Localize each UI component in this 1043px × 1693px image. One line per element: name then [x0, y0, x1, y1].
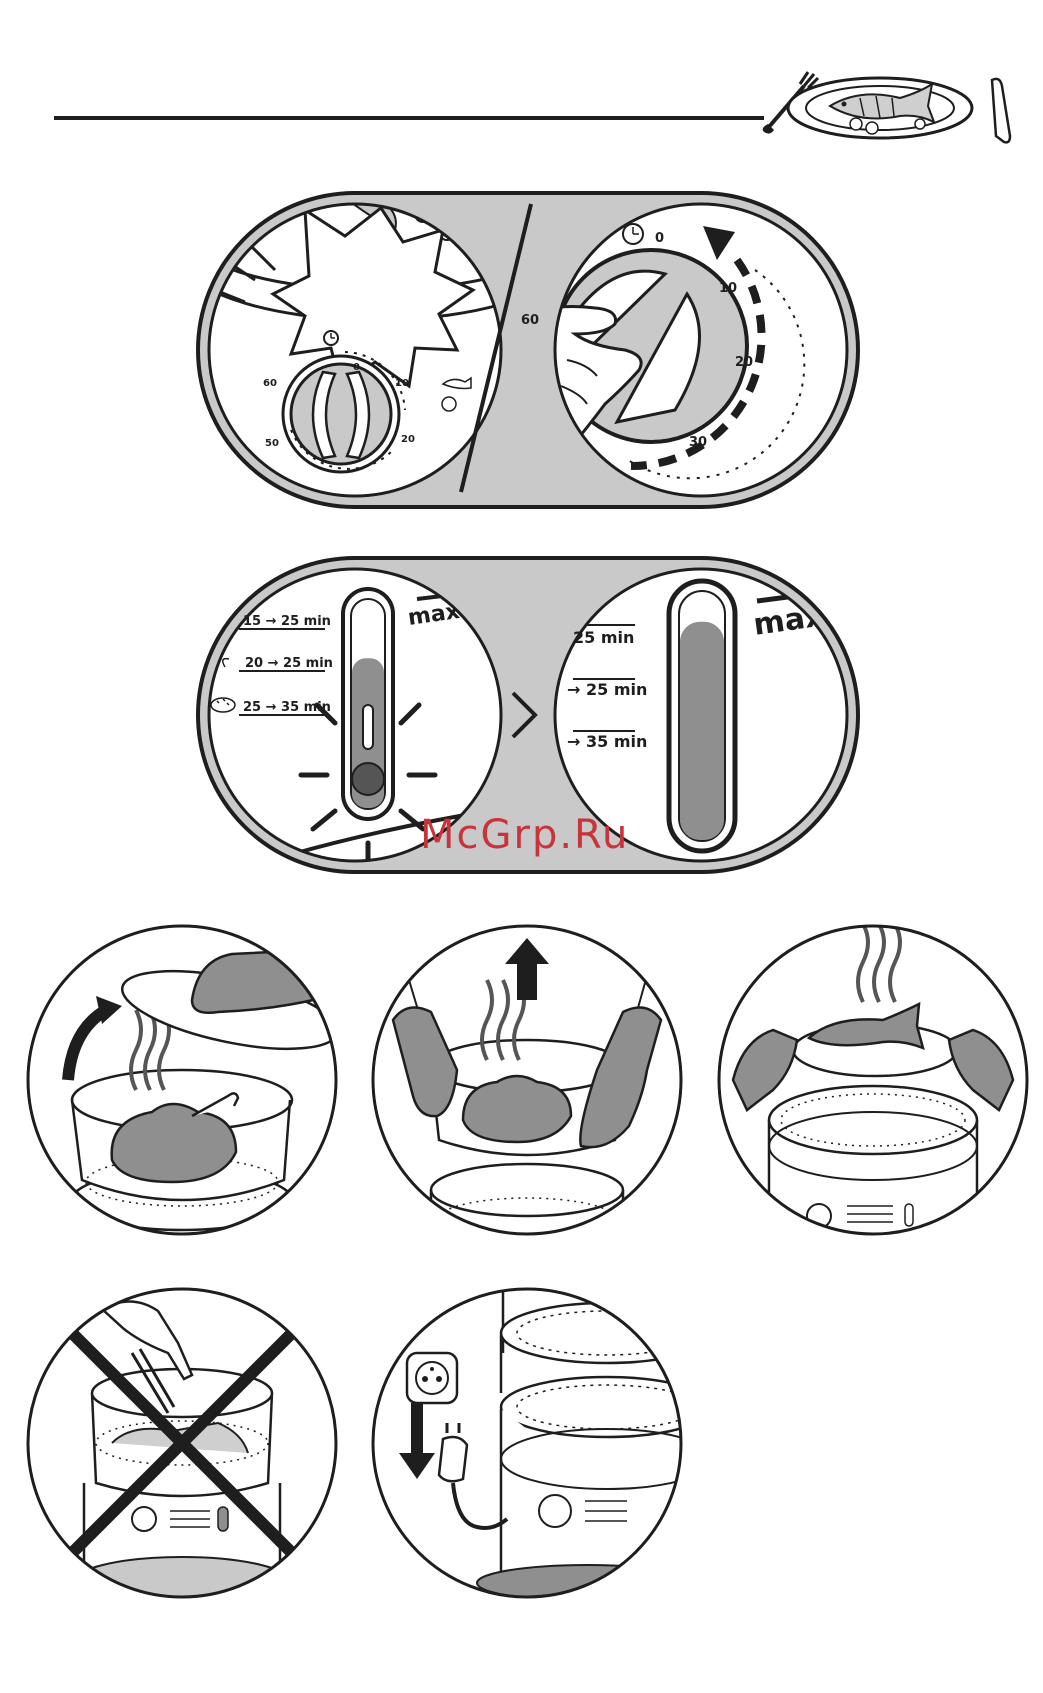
step-hold-fish-plate — [713, 920, 1033, 1240]
small-dial-tick-10: 10 — [395, 378, 409, 389]
watermark: McGrp.Ru — [420, 812, 629, 858]
cook-time-row-2-zoom: → 25 min — [567, 680, 647, 699]
large-dial-tick-30: 30 — [689, 435, 707, 450]
plate-fish-icon — [760, 70, 1030, 160]
plug-icon — [439, 1437, 467, 1481]
large-dial-tick-20: 20 — [735, 355, 753, 370]
large-dial-tick-0: 0 — [655, 231, 664, 246]
step-do-not-stir — [22, 1283, 342, 1603]
water-level-fill-full — [680, 622, 724, 840]
step-lift-basket — [367, 920, 687, 1240]
cook-time-row-3-zoom: → 35 min — [567, 732, 647, 751]
cook-time-row-1: 15 → 25 min — [243, 614, 331, 629]
step-unplug — [367, 1283, 687, 1603]
large-dial-tick-60: 60 — [521, 313, 539, 328]
large-dial-tick-10: 10 — [719, 281, 737, 296]
small-dial-tick-20: 20 — [401, 434, 415, 445]
small-dial-tick-0: 0 — [353, 362, 360, 373]
small-dial-tick-60: 60 — [263, 378, 277, 389]
small-dial-tick-50: 50 — [265, 438, 279, 449]
cook-time-row-3: 25 → 35 min — [243, 700, 331, 715]
step-remove-lid — [22, 920, 342, 1240]
timer-panel: 0 10 20 60 50 0 10 20 30 60 — [195, 190, 861, 510]
warning-light — [352, 763, 384, 795]
cook-time-row-1-zoom: 25 min — [573, 628, 634, 647]
cook-time-row-2: 20 → 25 min — [245, 656, 333, 671]
header-rule — [54, 116, 764, 120]
